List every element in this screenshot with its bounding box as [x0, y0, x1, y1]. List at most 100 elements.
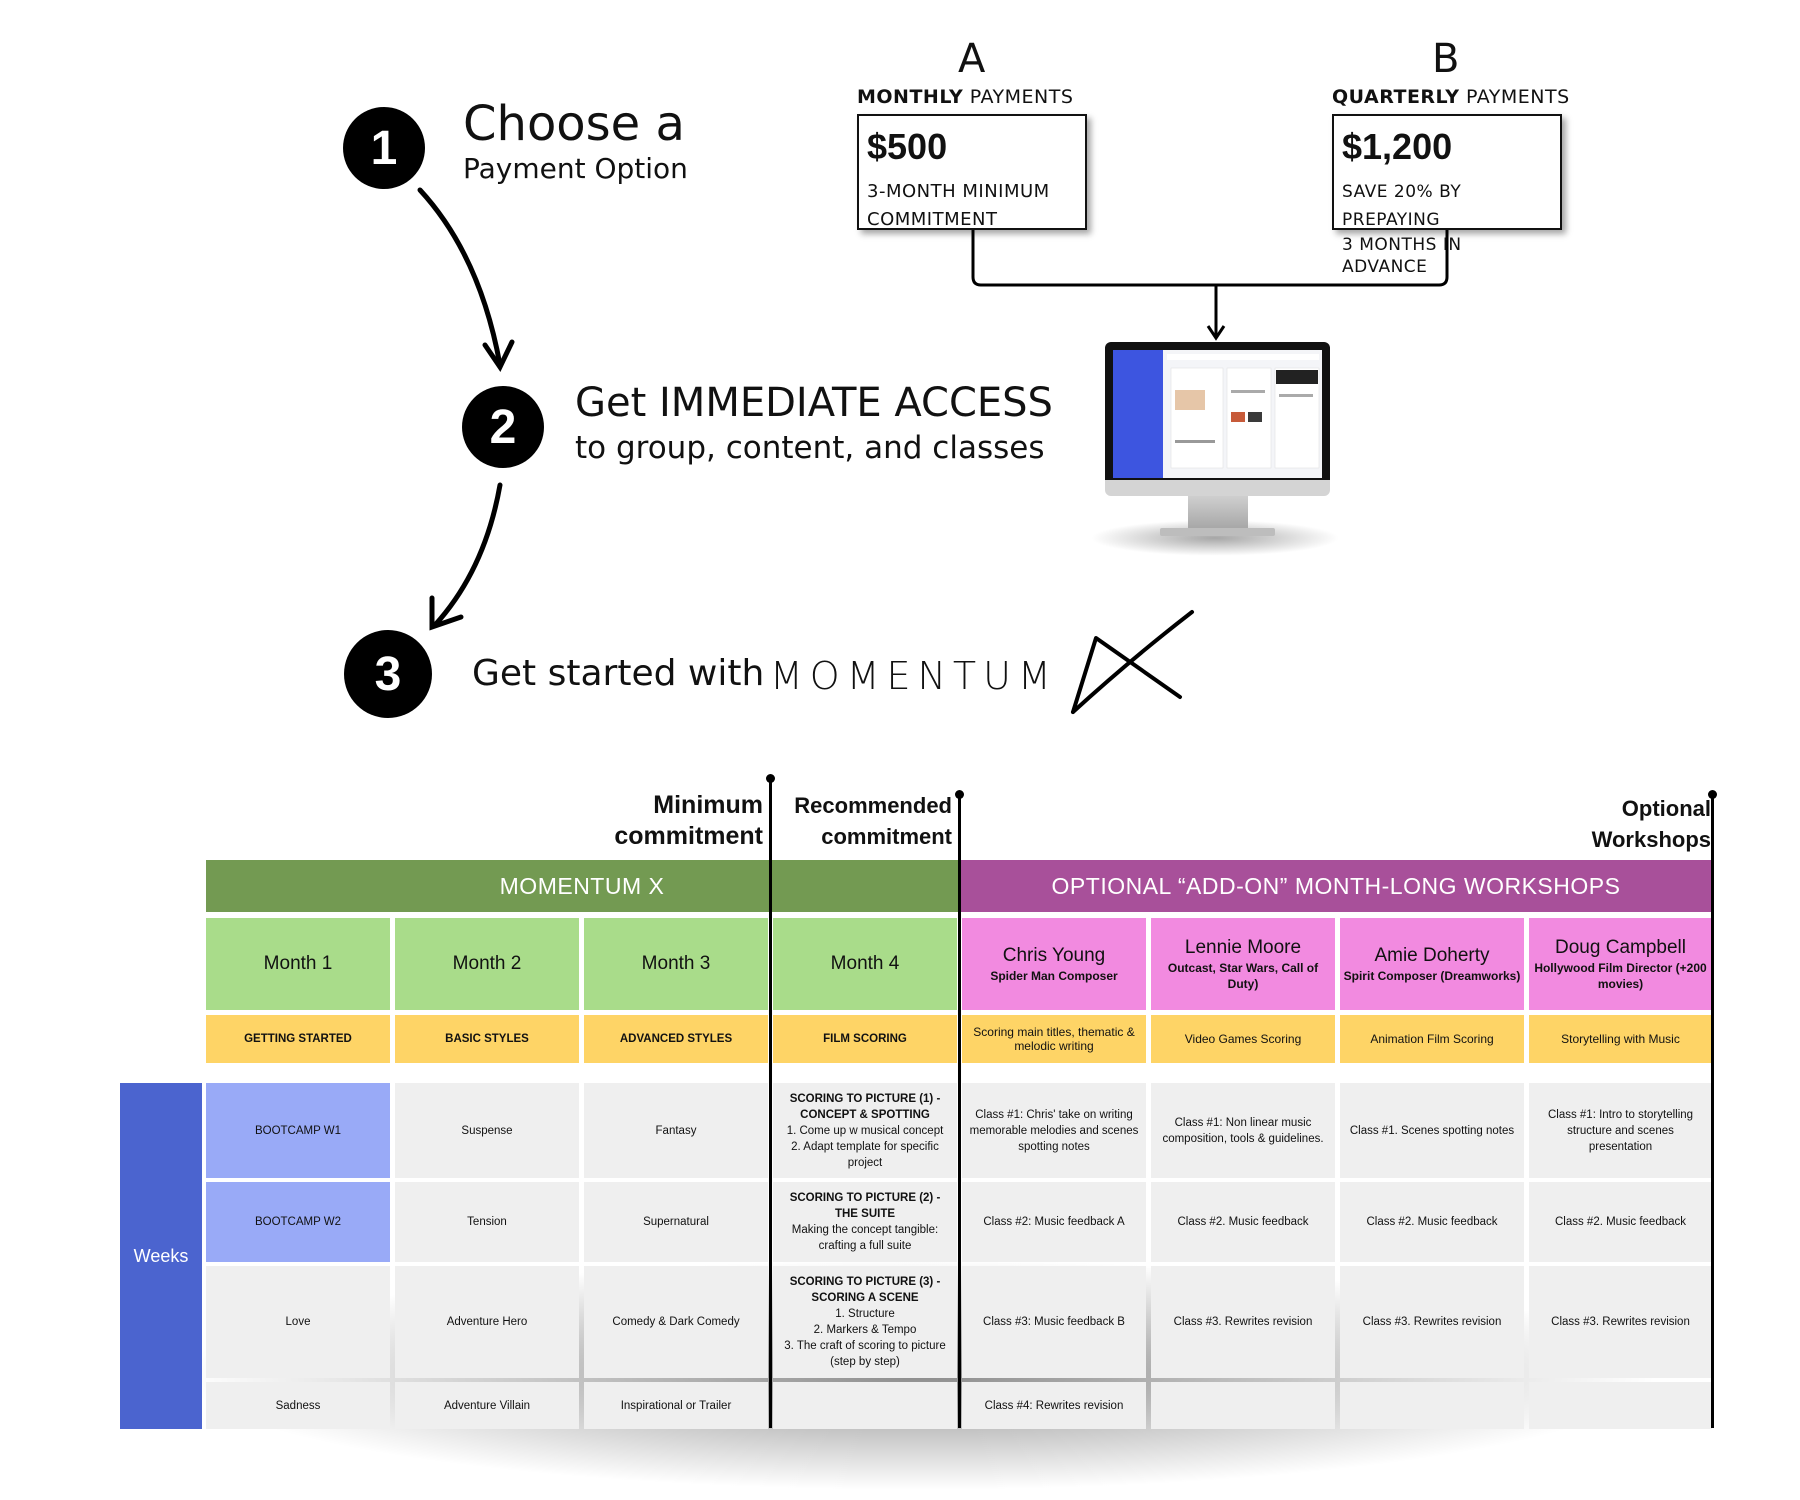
table-cell: BOOTCAMP W1: [206, 1083, 390, 1178]
film-scoring-line: 2. Adapt template for specific project: [791, 1140, 939, 1169]
table-cell: Tension: [395, 1182, 579, 1262]
minimum-commitment-label: Minimum commitment: [614, 790, 763, 852]
film-scoring-line: 2. Markers & Tempo: [813, 1324, 917, 1336]
table-cell: Class #2. Music feedback: [1529, 1182, 1712, 1262]
connector-icon: [971, 230, 1449, 341]
step-1-subtitle: Payment Option: [463, 152, 688, 185]
option-a-desc-line2: COMMITMENT: [867, 209, 998, 230]
momentum-brand-text: MOMENTUM: [770, 654, 1058, 698]
step-1-number: 1: [370, 121, 398, 175]
step-3-number: 3: [374, 647, 402, 701]
topic-month-1: GETTING STARTED: [206, 1015, 390, 1063]
film-scoring-title: SCORING TO PICTURE (2) - THE SUITE: [789, 1192, 941, 1220]
film-scoring-title: SCORING TO PICTURE (3) - SCORING A SCENE: [789, 1276, 941, 1304]
table-cell: Supernatural: [584, 1182, 768, 1262]
momentum-x-logo: [1071, 610, 1194, 714]
table-cell: Class #4: Rewrites revision: [962, 1382, 1146, 1429]
monitor-screen: [1113, 350, 1322, 478]
table-cell: [773, 1382, 957, 1429]
recommended-commitment-line2: commitment: [821, 824, 952, 849]
film-scoring-line: Making the concept tangible: crafting a …: [791, 1224, 939, 1252]
table-cell: Fantasy: [584, 1083, 768, 1178]
workshop-2-name: Lennie Moore: [1184, 937, 1302, 958]
month-2-header: Month 2: [395, 918, 579, 1010]
screen-content-graphic: [1167, 354, 1320, 469]
table-cell: Class #1: Non linear music composition, …: [1151, 1083, 1335, 1178]
workshop-4-name: Doug Campbell: [1555, 937, 1686, 958]
option-a-price: $500: [867, 126, 948, 167]
recommended-commitment-line: [958, 794, 961, 1428]
option-a-desc-line1: 3-MONTH MINIMUM: [867, 181, 1050, 202]
workshop-4-role: Hollywood Film Director (+200 movies): [1534, 961, 1707, 991]
table-cell: Class #1: Intro to storytelling structur…: [1529, 1083, 1712, 1178]
recommended-commitment-line1: Recommended: [794, 793, 952, 818]
recommended-commitment-label: Recommended commitment: [794, 790, 952, 852]
step-2-title: Get IMMEDIATE ACCESS: [575, 380, 1053, 426]
step-1-to-2-arrowhead: [482, 339, 515, 372]
weeks-label: Weeks: [120, 1083, 202, 1429]
table-cell: Comedy & Dark Comedy: [584, 1266, 768, 1378]
option-b-desc-line2: 3 MONTHS IN ADVANCE: [1342, 235, 1462, 277]
topic-workshop-1: Scoring main titles, thematic & melodic …: [962, 1015, 1146, 1063]
option-b-price: $1,200: [1342, 126, 1453, 167]
monitor-chin: [1105, 480, 1330, 496]
minimum-commitment-line1: Minimum: [653, 791, 763, 819]
step-1-to-2-arrow: [417, 187, 503, 368]
option-b-heading-rest: PAYMENTS: [1459, 86, 1570, 108]
option-b-heading: QUARTERLY PAYMENTS: [1332, 86, 1570, 108]
monitor-icon: [1105, 342, 1330, 492]
step-2-number: 2: [489, 400, 517, 454]
optional-workshops-line1: Optional: [1621, 796, 1711, 821]
table-cell: Class #1: Chris' take on writing memorab…: [962, 1083, 1146, 1178]
film-scoring-title: SCORING TO PICTURE (1) - CONCEPT & SPOTT…: [789, 1092, 941, 1121]
optional-workshops-line2: Workshops: [1591, 827, 1711, 852]
option-a-letter: A: [958, 36, 986, 82]
monitor-neck: [1188, 496, 1248, 530]
workshop-1-role: Spider Man Composer: [990, 969, 1118, 983]
step-2-subtitle: to group, content, and classes: [575, 430, 1045, 466]
table-cell: Love: [206, 1266, 390, 1378]
table-cell: BOOTCAMP W2: [206, 1182, 390, 1262]
arrow-icon: [417, 187, 1449, 714]
step-3-title: Get started with: [472, 653, 765, 694]
table-cell: Adventure Hero: [395, 1266, 579, 1378]
screen-sidebar: [1113, 350, 1163, 478]
workshop-chris-young-header: Chris Young Spider Man Composer: [962, 918, 1146, 1010]
workshop-doug-campbell-header: Doug Campbell Hollywood Film Director (+…: [1529, 918, 1712, 1010]
step-1-title: Choose a: [463, 96, 685, 152]
table-cell: Class #3. Rewrites revision: [1340, 1266, 1524, 1378]
minimum-commitment-dot: [766, 774, 775, 783]
option-b-heading-bold: QUARTERLY: [1332, 86, 1460, 108]
table-cell-film-scoring: SCORING TO PICTURE (2) - THE SUITE Makin…: [773, 1182, 957, 1262]
minimum-commitment-line: [769, 778, 772, 1428]
option-a-heading-bold: MONTHLY: [857, 86, 964, 108]
topic-workshop-3: Animation Film Scoring: [1340, 1015, 1524, 1063]
table-cell: Class #1. Scenes spotting notes: [1340, 1083, 1524, 1178]
table-cell: Sadness: [206, 1382, 390, 1429]
workshop-3-role: Spirit Composer (Dreamworks): [1343, 969, 1521, 983]
table-cell: Class #3. Rewrites revision: [1151, 1266, 1335, 1378]
table-cell: Class #2. Music feedback: [1340, 1182, 1524, 1262]
table-cell: Class #2. Music feedback: [1151, 1182, 1335, 1262]
workshop-amie-doherty-header: Amie Doherty Spirit Composer (Dreamworks…: [1340, 918, 1524, 1010]
workshop-2-role: Outcast, Star Wars, Call of Duty): [1167, 961, 1319, 991]
table-cell: Class #3: Music feedback B: [962, 1266, 1146, 1378]
option-b-box[interactable]: $1,200 SAVE 20% BY PREPAYING 3 MONTHS IN…: [1332, 114, 1562, 277]
option-a-heading-rest: PAYMENTS: [963, 86, 1074, 108]
step-3-circle: 3: [344, 630, 432, 718]
option-a-heading: MONTHLY PAYMENTS: [857, 86, 1073, 108]
table-cell: Inspirational or Trailer: [584, 1382, 768, 1429]
option-b-letter: B: [1432, 36, 1460, 82]
monitor-base: [1160, 528, 1275, 536]
month-4-header: Month 4: [773, 918, 957, 1010]
optional-workshops-band: OPTIONAL “ADD-ON” MONTH-LONG WORKSHOPS: [960, 860, 1712, 912]
topic-workshop-2: Video Games Scoring: [1151, 1015, 1335, 1063]
table-cell-film-scoring: SCORING TO PICTURE (1) - CONCEPT & SPOTT…: [773, 1083, 957, 1178]
topic-workshop-4: Storytelling with Music: [1529, 1015, 1712, 1063]
option-b-desc-line1: SAVE 20% BY PREPAYING: [1342, 182, 1462, 230]
step-2-to-3-arrowhead: [429, 595, 464, 631]
step-2-to-3-arrow: [432, 482, 503, 628]
optional-workshops-dot: [1708, 790, 1717, 799]
optional-workshops-line: [1711, 794, 1714, 1428]
option-a-box[interactable]: $500 3-MONTH MINIMUM COMMITMENT: [857, 114, 1087, 230]
